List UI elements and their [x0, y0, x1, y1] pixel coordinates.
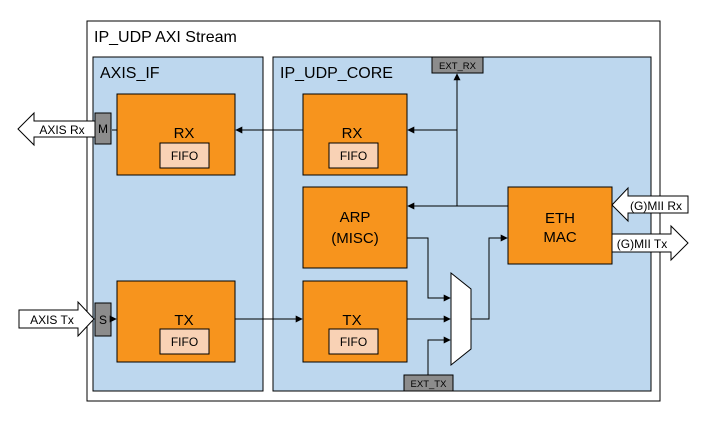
gmii-rx-label: (G)MII Rx	[630, 199, 682, 213]
core-rx-label: RX	[342, 125, 363, 142]
ip-udp-core-title: IP_UDP_CORE	[280, 65, 393, 82]
axis-if-rx-fifo-label: FIFO	[171, 149, 198, 163]
arp-to-mux	[407, 237, 451, 302]
gmii-tx-label: (G)MII Tx	[617, 237, 667, 251]
ip-udp-axi-stream-title: IP_UDP AXI Stream	[94, 29, 237, 46]
core-rx-fifo-label: FIFO	[340, 149, 367, 163]
ext-rx-label: EXT_RX	[439, 61, 477, 72]
axis-if-tx-fifo-label: FIFO	[171, 335, 198, 349]
core-rx-fifo	[328, 142, 379, 169]
arp-label: ARP	[340, 209, 371, 226]
gmii-tx-arrow	[611, 224, 689, 262]
axis-if-tx-fifo	[159, 328, 210, 355]
arp-misc-label: (MISC)	[331, 230, 379, 247]
eth-mac-block	[507, 186, 613, 265]
gmii-rx-arrow	[611, 186, 689, 223]
ext-rx-tag	[431, 56, 484, 74]
axis-tx-label: AXIS Tx	[30, 313, 74, 327]
axis-rx-label: AXIS Rx	[39, 123, 84, 137]
port-m-label: M	[98, 122, 108, 136]
core-tx-fifo	[328, 328, 379, 355]
axis-if-rx-fifo	[159, 142, 210, 169]
axis-tx-arrow	[18, 300, 95, 338]
tx-multiplexer	[450, 271, 472, 367]
axis-rx-arrow	[17, 111, 96, 147]
core-tx-label: TX	[342, 312, 361, 329]
eth-mac-label-line1: ETH	[545, 210, 575, 227]
axis-if-title: AXIS_IF	[100, 65, 160, 82]
ext-tx-label: EXT_TX	[411, 379, 448, 390]
mux-to-mac	[471, 234, 508, 320]
core-tx-fifo-label: FIFO	[340, 335, 367, 349]
arp-misc-block	[302, 186, 408, 269]
axis-if-rx-label: RX	[174, 125, 195, 142]
ext-tx-to-mux	[427, 336, 451, 375]
eth-mac-label-line2: MAC	[543, 229, 577, 246]
port-s-label: S	[99, 313, 107, 327]
axis-if-tx-label: TX	[174, 312, 193, 329]
